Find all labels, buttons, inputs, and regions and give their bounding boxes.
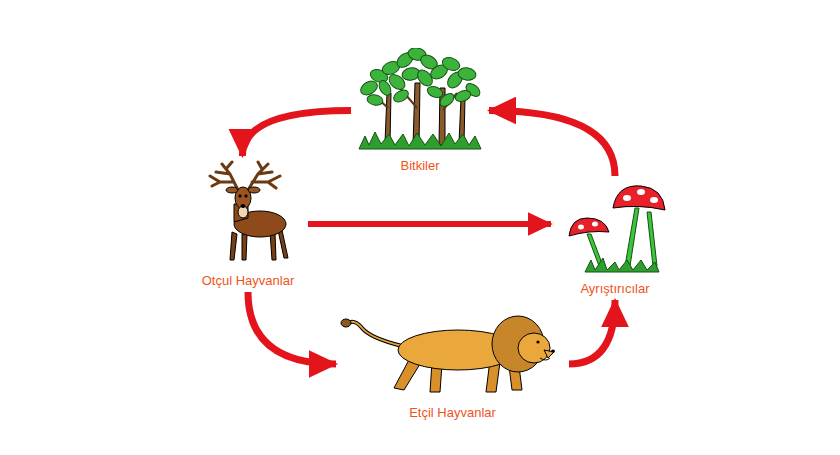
node-label: Otçul Hayvanlar [202,273,294,288]
trees-illustration [355,48,485,151]
deer-illustration [192,160,304,266]
food-chain-node: Bitkiler [355,48,485,173]
flow-arrow [569,300,615,364]
node-label: Etçil Hayvanlar [409,405,496,420]
flow-arrow [248,292,336,364]
flow-arrow [242,111,351,157]
food-chain-node: Otçul Hayvanlar [192,160,304,288]
flow-arrow [489,111,615,177]
flow-arrow [308,221,551,227]
food-chain-node: Etçil Hayvanlar [340,308,565,420]
lion-illustration [340,308,565,396]
food-chain-node: Ayrıştırıcılar [555,180,675,296]
mushroom-illustration [555,180,675,274]
node-label: Ayrıştırıcılar [580,281,649,296]
node-label: Bitkiler [400,158,439,173]
